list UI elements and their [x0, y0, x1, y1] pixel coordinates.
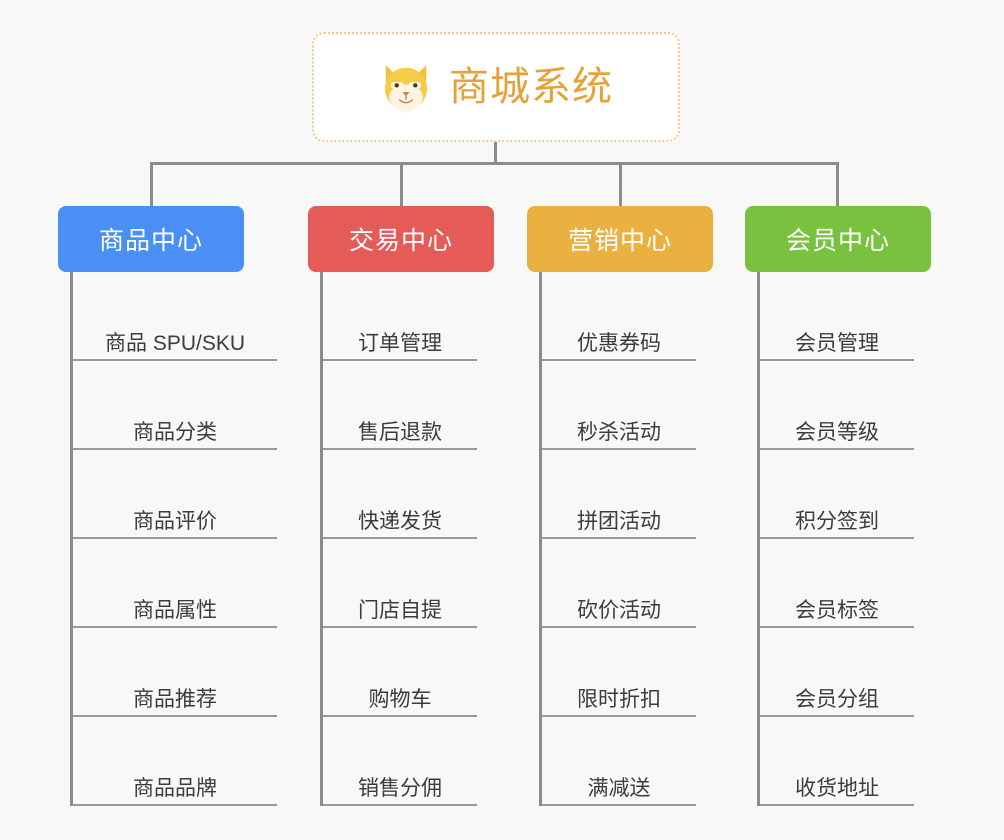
connector-horizontal-bus: [150, 162, 839, 165]
list-item[interactable]: 售后退款: [323, 361, 477, 450]
leaf-list-product-center: 商品 SPU/SKU 商品分类 商品评价 商品属性 商品推荐 商品品牌: [70, 272, 277, 806]
leaf-label: 商品属性: [133, 598, 217, 622]
list-item[interactable]: 拼团活动: [542, 450, 696, 539]
leaf-label: 会员标签: [795, 598, 879, 622]
leaf-label: 商品评价: [133, 509, 217, 533]
list-item[interactable]: 商品分类: [73, 361, 277, 450]
leaf-label: 商品分类: [133, 420, 217, 444]
category-header-member-center[interactable]: 会员中心: [745, 206, 931, 272]
leaf-list-member-center: 会员管理 会员等级 积分签到 会员标签 会员分组 收货地址: [757, 272, 914, 806]
leaf-label: 购物车: [368, 687, 432, 711]
leaf-list-trade-center: 订单管理 售后退款 快递发货 门店自提 购物车 销售分佣: [320, 272, 477, 806]
leaf-label: 商品 SPU/SKU: [104, 331, 246, 355]
list-item[interactable]: 收货地址: [760, 717, 914, 806]
leaf-label: 订单管理: [358, 331, 442, 355]
root-title: 商城系统: [449, 65, 613, 109]
branch-trade-center: 交易中心 订单管理 售后退款 快递发货 门店自提 购物车 销售分佣: [308, 206, 494, 806]
leaf-label: 拼团活动: [577, 509, 661, 533]
category-header-trade-center[interactable]: 交易中心: [308, 206, 494, 272]
list-item[interactable]: 砍价活动: [542, 539, 696, 628]
leaf-label: 限时折扣: [577, 687, 661, 711]
list-item[interactable]: 积分签到: [760, 450, 914, 539]
list-item[interactable]: 会员分组: [760, 628, 914, 717]
connector-drop-2: [400, 162, 403, 208]
list-item[interactable]: 快递发货: [323, 450, 477, 539]
leaf-label: 会员分组: [795, 687, 879, 711]
list-item[interactable]: 商品评价: [73, 450, 277, 539]
list-item[interactable]: 秒杀活动: [542, 361, 696, 450]
leaf-list-marketing-center: 优惠券码 秒杀活动 拼团活动 砍价活动 限时折扣 满减送: [539, 272, 696, 806]
connector-drop-3: [619, 162, 622, 208]
list-item[interactable]: 商品品牌: [73, 717, 277, 806]
connector-root-stem: [494, 142, 497, 164]
leaf-label: 售后退款: [358, 420, 442, 444]
connector-drop-4: [836, 162, 839, 208]
leaf-label: 满减送: [587, 776, 651, 800]
list-item[interactable]: 优惠券码: [542, 272, 696, 361]
leaf-label: 商品品牌: [133, 776, 217, 800]
list-item[interactable]: 商品属性: [73, 539, 277, 628]
root-node[interactable]: 商城系统: [312, 32, 680, 142]
list-item[interactable]: 订单管理: [323, 272, 477, 361]
category-header-marketing-center[interactable]: 营销中心: [527, 206, 713, 272]
list-item[interactable]: 会员标签: [760, 539, 914, 628]
list-item[interactable]: 销售分佣: [323, 717, 477, 806]
list-item[interactable]: 限时折扣: [542, 628, 696, 717]
leaf-label: 快递发货: [358, 509, 442, 533]
leaf-label: 砍价活动: [577, 598, 661, 622]
category-header-product-center[interactable]: 商品中心: [58, 206, 244, 272]
leaf-label: 门店自提: [358, 598, 442, 622]
list-item[interactable]: 会员管理: [760, 272, 914, 361]
list-item[interactable]: 商品 SPU/SKU: [73, 272, 277, 361]
branch-marketing-center: 营销中心 优惠券码 秒杀活动 拼团活动 砍价活动 限时折扣 满减送: [527, 206, 713, 806]
dog-face-icon: [384, 65, 428, 113]
category-label: 会员中心: [785, 227, 890, 255]
category-label: 交易中心: [348, 227, 453, 255]
list-item[interactable]: 购物车: [323, 628, 477, 717]
leaf-label: 销售分佣: [358, 776, 442, 800]
list-item[interactable]: 满减送: [542, 717, 696, 806]
leaf-label: 积分签到: [795, 509, 879, 533]
leaf-label: 优惠券码: [577, 331, 661, 355]
leaf-label: 秒杀活动: [577, 420, 661, 444]
category-label: 商品中心: [98, 227, 203, 255]
list-item[interactable]: 商品推荐: [73, 628, 277, 717]
list-item[interactable]: 门店自提: [323, 539, 477, 628]
leaf-label: 会员等级: [795, 420, 879, 444]
leaf-label: 商品推荐: [133, 687, 217, 711]
leaf-label: 收货地址: [795, 776, 879, 800]
connector-drop-1: [150, 162, 153, 208]
leaf-label: 会员管理: [795, 331, 879, 355]
list-item[interactable]: 会员等级: [760, 361, 914, 450]
branch-product-center: 商品中心 商品 SPU/SKU 商品分类 商品评价 商品属性 商品推荐 商品品牌: [58, 206, 277, 806]
branch-member-center: 会员中心 会员管理 会员等级 积分签到 会员标签 会员分组 收货地址: [745, 206, 931, 806]
category-label: 营销中心: [567, 227, 672, 255]
